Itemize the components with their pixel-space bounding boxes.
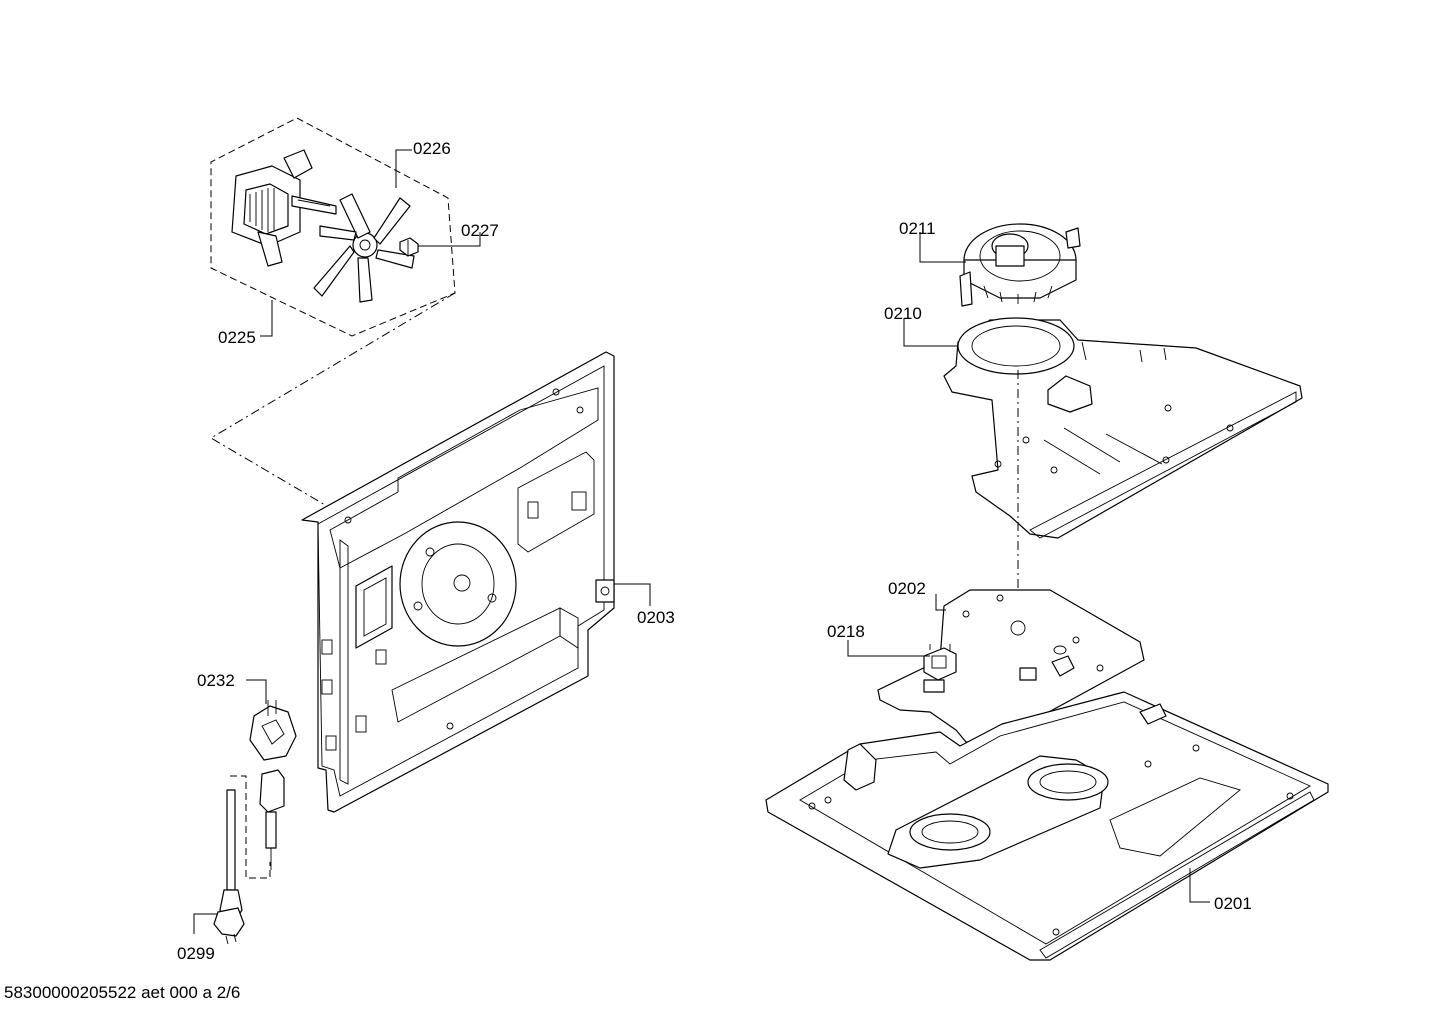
part-label-0225: 0225: [218, 328, 256, 347]
leader-lines: [193, 149, 1210, 934]
leader-0232: [246, 679, 267, 704]
leader-0225: [260, 300, 273, 337]
part-label-0203: 0203: [637, 608, 675, 627]
leader-0201: [1189, 868, 1210, 903]
leader-0203: [614, 583, 651, 606]
part-label-0201: 0201: [1214, 894, 1252, 913]
leader-0227: [418, 232, 481, 247]
part-label-0227: 0227: [461, 221, 499, 240]
part-label-0299: 0299: [177, 944, 215, 963]
cable-connector: [259, 769, 285, 870]
leader-0226: [395, 149, 412, 188]
air-duct: [943, 317, 1303, 539]
fan-motor: [231, 149, 337, 267]
fan-blade: [313, 193, 415, 303]
cover-plate: [877, 589, 1145, 743]
part-labels: 0226 0227 0225 0211 0210 0203 0202 0218 …: [177, 139, 1252, 963]
leader-0299: [193, 913, 218, 934]
part-label-0226: 0226: [413, 139, 451, 158]
fan-motor-assembly: [210, 117, 456, 337]
back-panel: [301, 351, 615, 813]
part-label-0202: 0202: [888, 579, 926, 598]
blower-fan: [959, 223, 1081, 307]
document-code: 58300000205522 aet 000 a 2/6: [4, 983, 240, 1002]
cable-dashed-guide: [230, 775, 271, 879]
thermostat-clip: [923, 644, 957, 681]
part-label-0218: 0218: [827, 622, 865, 641]
fan-nut: [399, 237, 419, 257]
base-frame: [765, 691, 1329, 961]
part-label-0232: 0232: [197, 671, 235, 690]
part-label-0210: 0210: [884, 304, 922, 323]
leader-0210: [903, 318, 958, 347]
leader-0211: [919, 232, 966, 263]
assembly-dashed-outline: [210, 117, 456, 337]
mains-cable: [213, 789, 245, 945]
terminal-clip: [249, 700, 297, 761]
leader-0202: [935, 594, 946, 611]
leader-0218: [847, 640, 930, 657]
part-label-0211: 0211: [899, 219, 936, 238]
